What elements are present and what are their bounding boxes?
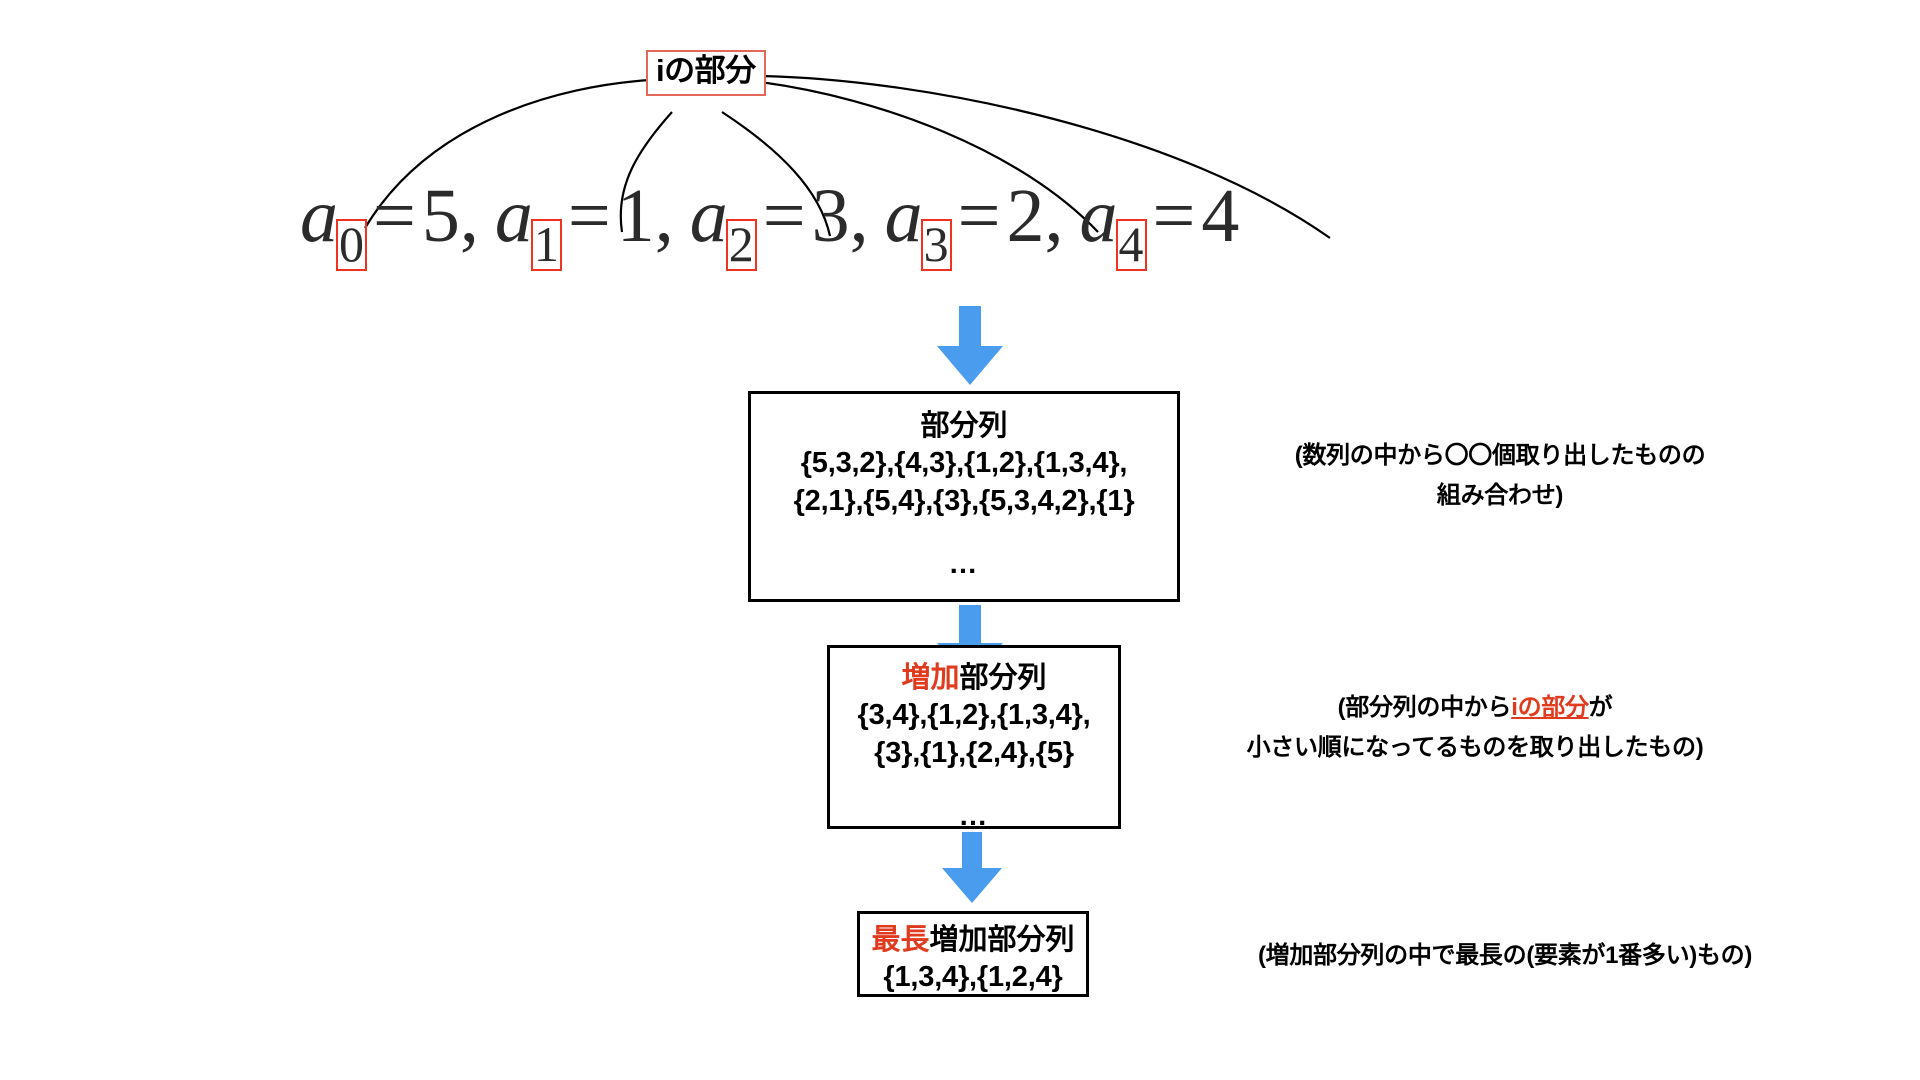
note-increasing-line-1-pre: (部分列の中から <box>1337 694 1512 721</box>
box-increasing-subsequence-title-red: 増加 <box>901 662 960 694</box>
formula-var-a2: a <box>689 174 728 258</box>
box-subsequence-line-2: {2,1},{5,4},{3},{5,3,4,2},{1} <box>793 484 1135 517</box>
note-subsequence: (数列の中から〇〇個取り出したものの 組み合わせ) <box>1240 436 1760 515</box>
down-arrow-icon-3 <box>942 832 1002 903</box>
formula-value-2: 3 <box>811 174 850 258</box>
box-lis-line-1: {1,3,4},{1,2,4} <box>883 961 1063 994</box>
note-longest-increasing-subsequence: (増加部分列の中で最長の(要素が1番多い)もの) <box>1200 936 1810 976</box>
box-increasing-subsequence-title: 増加部分列 <box>830 660 1118 697</box>
formula-value-4: 4 <box>1201 174 1240 258</box>
note-lis-line-1-text: (増加部分列の中で最長の(要素が1番多い)もの) <box>1257 942 1753 969</box>
box-subsequence-line-1: {5,3,2},{4,3},{1,2},{1,3,4}, <box>800 447 1128 480</box>
note-increasing-subsequence: (部分列の中からiの部分が 小さい順になってるものを取り出したもの) <box>1130 688 1820 767</box>
formula-equals-3: = <box>957 174 1001 258</box>
box-subsequence-ellipsis: … <box>948 548 980 581</box>
sequence-formula: a0=5,a1=1,a2=3,a3=2,a4=4 <box>300 178 1660 271</box>
down-arrow-icon-1 <box>937 306 1003 385</box>
formula-comma-0: , <box>459 174 479 258</box>
note-subsequence-line-2: 組み合わせ) <box>1436 481 1564 509</box>
formula-equals-1: = <box>567 174 611 258</box>
note-lis-line-1: (増加部分列の中で最長の(要素が1番多い)もの) <box>1200 936 1810 976</box>
box-subsequence-title: 部分列 <box>751 408 1177 445</box>
formula-value-3: 2 <box>1006 174 1045 258</box>
note-increasing-line-1-post: が <box>1588 694 1613 721</box>
index-box-2: 2 <box>725 219 757 271</box>
index-box-1: 1 <box>530 219 562 271</box>
note-subsequence-line-1: (数列の中から〇〇個取り出したものの <box>1240 436 1760 476</box>
index-box-3: 3 <box>920 219 952 271</box>
box-increasing-subsequence-ellipsis: … <box>958 800 990 833</box>
note-subsequence-line-1-text: (数列の中から〇〇個取り出したものの <box>1294 442 1706 469</box>
index-box-4: 4 <box>1115 219 1147 271</box>
box-lis-title-black: 増加部分列 <box>929 924 1075 956</box>
formula-var-a4: a <box>1079 174 1118 258</box>
formula-var-a3: a <box>884 174 923 258</box>
formula-equals-2: = <box>762 174 806 258</box>
box-lis-title-red: 最長 <box>871 924 930 956</box>
box-longest-increasing-subsequence: 最長増加部分列 {1,3,4},{1,2,4} <box>857 911 1089 997</box>
box-increasing-subsequence-line-1: {3,4},{1,2},{1,3,4}, <box>857 699 1091 732</box>
box-increasing-subsequence-title-black: 部分列 <box>959 662 1047 694</box>
formula-var-a1: a <box>494 174 533 258</box>
formula-value-1: 1 <box>616 174 655 258</box>
note-increasing-line-1-red: iの部分 <box>1511 694 1589 721</box>
formula-equals-4: = <box>1152 174 1196 258</box>
formula-comma-1: , <box>654 174 674 258</box>
box-subsequence-title-text: 部分列 <box>920 410 1008 442</box>
box-increasing-subsequence-line-2: {3},{1},{2,4},{5} <box>874 736 1074 769</box>
formula-var-a0: a <box>300 174 338 258</box>
callout-ino-bubun: iの部分 <box>646 50 766 96</box>
formula-comma-2: , <box>849 174 869 258</box>
note-increasing-subsequence-line-1: (部分列の中からiの部分が <box>1130 688 1820 728</box>
index-box-0: 0 <box>336 219 367 271</box>
box-lis-title: 最長増加部分列 <box>860 922 1086 959</box>
formula-comma-3: , <box>1044 174 1064 258</box>
note-increasing-subsequence-line-2: 小さい順になってるものを取り出したもの) <box>1246 733 1704 761</box>
formula-equals-0: = <box>373 174 416 258</box>
formula-value-0: 5 <box>421 174 460 258</box>
box-subsequence: 部分列 {5,3,2},{4,3},{1,2},{1,3,4}, {2,1},{… <box>748 391 1180 602</box>
box-increasing-subsequence: 増加部分列 {3,4},{1,2},{1,3,4}, {3},{1},{2,4}… <box>827 645 1121 832</box>
